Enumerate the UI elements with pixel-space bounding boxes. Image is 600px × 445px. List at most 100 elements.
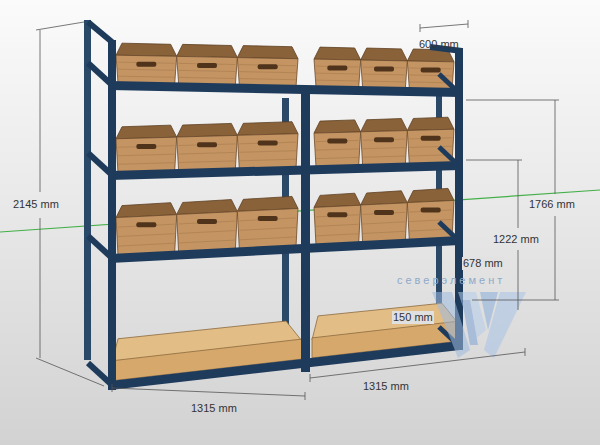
wicker-weave <box>118 76 175 77</box>
front-post <box>455 48 463 350</box>
basket-handle <box>421 208 441 213</box>
basket-handle <box>136 144 156 149</box>
basket-front <box>237 134 298 170</box>
wicker-weave <box>118 163 175 165</box>
shelf-beam <box>110 236 460 263</box>
basket-handle <box>197 63 217 68</box>
basket-front <box>177 56 238 85</box>
front-post <box>301 88 310 372</box>
basket-front <box>407 61 454 90</box>
front-post <box>108 40 116 390</box>
wicker-weave <box>363 81 406 83</box>
basket-inside <box>177 44 238 57</box>
basket-handle <box>327 139 347 144</box>
dimension-label: 1315 mm <box>362 380 410 393</box>
top-rail <box>88 22 112 42</box>
basket-front <box>177 212 238 253</box>
basket-handle <box>327 212 347 217</box>
wicker-weave <box>118 243 175 246</box>
shelf-beam <box>110 81 460 97</box>
basket-handle <box>197 219 217 224</box>
wicker-weave <box>118 69 175 70</box>
basket-handle <box>258 140 278 145</box>
basket-handle <box>374 210 394 215</box>
dimension-label: 600 mm <box>418 38 460 51</box>
back-post <box>84 20 91 360</box>
wicker-weave <box>118 154 175 156</box>
dimension-label: 2145 mm <box>12 198 60 211</box>
front-frame <box>88 22 463 390</box>
dimension-lines <box>36 20 559 400</box>
basket-inside <box>407 117 454 130</box>
wicker-weave <box>409 146 452 147</box>
basket-inside <box>361 119 408 132</box>
wicker-weave <box>316 234 359 236</box>
basket-handle <box>327 66 347 71</box>
wicker-weave <box>179 152 236 154</box>
wicker-weave <box>179 70 236 71</box>
basket-inside <box>361 48 408 61</box>
basket-handle <box>374 137 394 142</box>
wicker-weave <box>179 77 236 78</box>
basket-front <box>407 129 454 164</box>
basket-handle <box>421 136 441 141</box>
wicker-weave <box>239 79 296 80</box>
watermark-logo <box>432 292 526 358</box>
wicker-weave <box>363 231 406 233</box>
shelf-beam <box>110 161 460 180</box>
wicker-weave <box>239 159 296 161</box>
wicker-weave <box>363 156 406 157</box>
basket-handle <box>136 62 156 67</box>
wicker-weave <box>118 234 175 237</box>
basket-front <box>314 205 361 245</box>
basket-front <box>361 203 408 243</box>
basket-front <box>361 131 408 166</box>
wicker-weave <box>316 149 359 150</box>
wicker-weave <box>363 148 406 149</box>
basket-front <box>407 200 454 240</box>
basket-handle <box>421 67 441 72</box>
wicker-weave <box>316 80 359 82</box>
dimension-label: 678 mm <box>462 257 504 270</box>
basket-handle <box>258 64 278 69</box>
wicker-weave <box>239 227 296 230</box>
basket-handle <box>136 222 156 227</box>
wicker-weave <box>363 74 406 76</box>
wicker-weave <box>239 151 296 153</box>
basket-inside <box>116 125 177 139</box>
wicker-weave <box>239 237 296 240</box>
basket-handle <box>374 66 394 71</box>
wicker-weave <box>179 161 236 163</box>
wicker-weave <box>316 224 359 226</box>
wicker-weave <box>409 219 452 221</box>
basket-inside <box>116 43 177 56</box>
wicker-weave <box>179 240 236 243</box>
basket-front <box>237 58 298 87</box>
basket-inside <box>177 123 238 137</box>
basket-handle <box>197 142 217 147</box>
watermark: северэлемент <box>396 274 506 287</box>
dimension-label: 1222 mm <box>492 233 540 246</box>
basket-front <box>116 137 177 173</box>
dimension-label: 150 mm <box>392 311 434 324</box>
basket-front <box>116 215 177 256</box>
basket-inside <box>237 46 298 59</box>
wicker-weave <box>409 74 452 76</box>
basket-front <box>361 60 408 89</box>
basket-front <box>237 208 298 249</box>
basket-front <box>177 135 238 171</box>
basket-front <box>314 132 361 167</box>
basket-inside <box>314 47 361 60</box>
wicker-weave <box>239 72 296 73</box>
dimension-label: 1766 mm <box>528 198 576 211</box>
wicker-weave <box>363 222 406 224</box>
wicker-weave <box>316 157 359 158</box>
basket-front <box>314 59 361 88</box>
dimension-label: 1315 mm <box>190 402 238 415</box>
basket-front <box>116 55 177 84</box>
basket-handle <box>258 216 278 221</box>
basket-inside <box>314 120 361 133</box>
